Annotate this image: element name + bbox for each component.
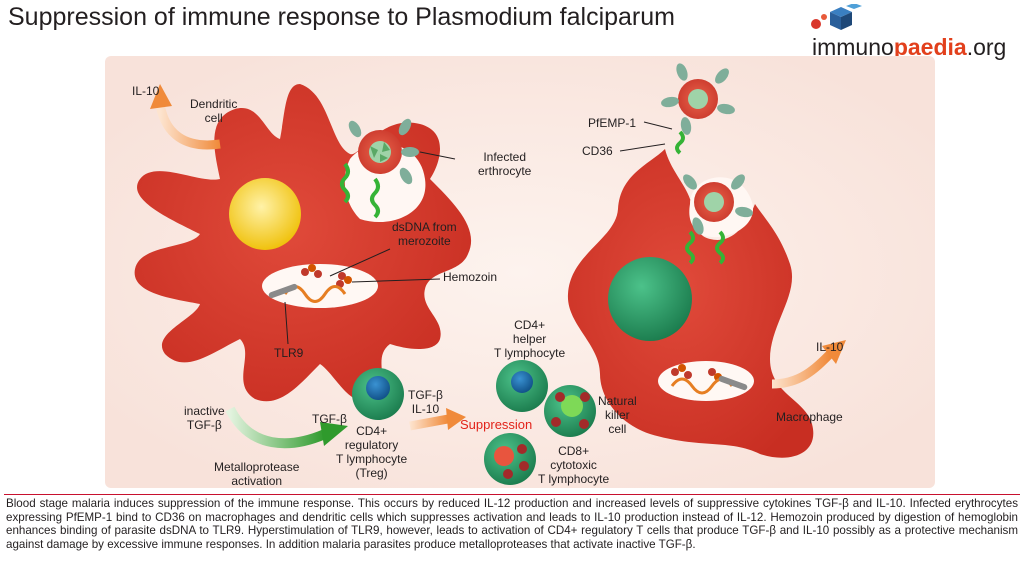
label-suppression: Suppression xyxy=(460,417,533,432)
label-hemozoin: Hemozoin xyxy=(443,270,498,284)
caption-text: Blood stage malaria induces suppression … xyxy=(6,497,1018,551)
tgf-il10-arrow xyxy=(409,414,449,431)
logo-wordmark: immunopaedia.org xyxy=(812,34,1007,60)
label-tgf-il10: TGF-β IL-10 xyxy=(408,388,443,416)
label-tlr9: TLR9 xyxy=(274,346,304,360)
diagram-stage: IL-10 Dendritic cell Infected erthrocyte… xyxy=(0,54,1024,494)
cd8-cytotoxic-cell xyxy=(484,433,536,485)
label-dsdna: dsDNA from merozoite xyxy=(392,220,457,248)
infected-erythrocyte-left xyxy=(340,118,419,219)
label-il10-left: IL-10 xyxy=(132,84,160,98)
diagram-canvas xyxy=(105,56,935,488)
label-treg: CD4+ regulatory T lymphocyte (Treg) xyxy=(336,424,408,480)
label-metalloprotease: Metalloprotease activation xyxy=(214,460,300,488)
label-cd36: CD36 xyxy=(582,144,613,158)
label-pfemp1: PfEMP-1 xyxy=(588,116,637,130)
endosome-right xyxy=(658,361,754,401)
label-tgf-beta: TGF-β xyxy=(312,412,347,426)
label-inactive-tgf: inactive TGF-β xyxy=(184,404,225,432)
caption-divider xyxy=(4,494,1020,495)
treg-cell xyxy=(352,368,404,420)
immunopaedia-logo[interactable]: immunopaedia.org xyxy=(808,4,1020,60)
label-cd4-helper: CD4+ helper T lymphocyte xyxy=(494,318,566,360)
label-macrophage: Macrophage xyxy=(776,410,843,424)
il10-arrow-left xyxy=(155,103,221,150)
infected-erythrocyte-bottom xyxy=(683,174,753,265)
endosome-left xyxy=(262,264,378,308)
hemozoin-dsdna-left xyxy=(268,264,352,303)
label-cd8: CD8+ cytotoxic T lymphocyte xyxy=(538,444,610,486)
label-infected-erythrocyte: Infected erthrocyte xyxy=(478,150,532,178)
il10-arrow-right xyxy=(771,350,834,389)
page-title: Suppression of immune response to Plasmo… xyxy=(8,3,675,31)
metalloprotease-arrow xyxy=(225,406,327,449)
label-nk-cell: Natural killer cell xyxy=(598,394,637,436)
macrophage-nucleus xyxy=(608,257,692,341)
label-dendritic-cell: Dendritic cell xyxy=(190,97,238,125)
infected-erythrocyte-top xyxy=(661,63,735,155)
cd4-helper-cell xyxy=(496,360,548,412)
nk-cell xyxy=(544,385,596,437)
hemozoin-dsdna-right xyxy=(670,364,748,395)
label-il10-right: IL-10 xyxy=(816,340,844,354)
logo-cubes-icon xyxy=(811,4,862,30)
dendritic-nucleus xyxy=(229,178,301,250)
